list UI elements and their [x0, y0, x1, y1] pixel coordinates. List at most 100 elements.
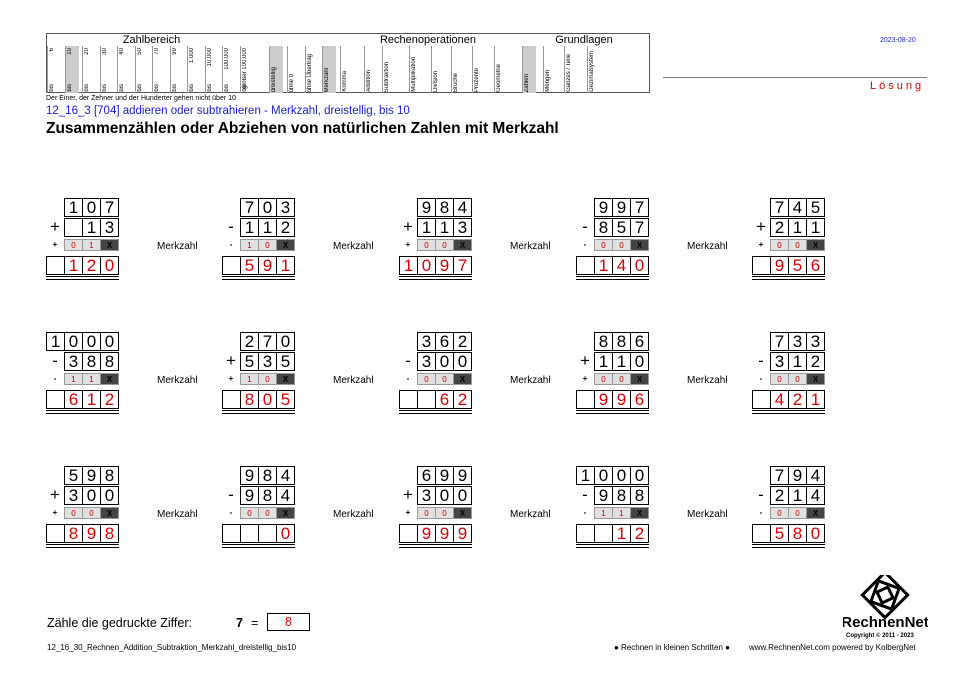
sum-underline: [752, 544, 825, 548]
operator: +: [403, 485, 413, 504]
carry-cell: 0: [64, 239, 83, 251]
result-cell[interactable]: 9: [435, 524, 454, 543]
carry-operator: +: [52, 508, 58, 517]
result-cell[interactable]: 8: [240, 390, 259, 409]
result-cell[interactable]: 4: [770, 390, 789, 409]
digit-cell: [64, 218, 83, 237]
digit-cell: 3: [258, 352, 277, 371]
result-cell[interactable]: 2: [100, 390, 119, 409]
result-cell[interactable]: [752, 256, 771, 275]
result-cell[interactable]: [222, 390, 241, 409]
result-cell[interactable]: 6: [806, 256, 825, 275]
carry-cell: 0: [82, 507, 101, 519]
result-cell[interactable]: 9: [258, 256, 277, 275]
result-cell[interactable]: 4: [612, 256, 631, 275]
result-cell[interactable]: 5: [240, 256, 259, 275]
result-cell[interactable]: 0: [276, 524, 295, 543]
category-col: Zahlen: [522, 46, 536, 93]
result-cell[interactable]: [399, 524, 418, 543]
sum-underline: [576, 276, 649, 280]
result-cell[interactable]: 1: [594, 256, 613, 275]
result-cell[interactable]: 5: [276, 390, 295, 409]
digit-cell: 2: [276, 218, 295, 237]
carry-cell: 0: [788, 373, 807, 385]
category-label: ohne 0: [289, 73, 295, 92]
digit-cell: 1: [788, 352, 807, 371]
result-cell[interactable]: 6: [64, 390, 83, 409]
result-cell[interactable]: [46, 524, 65, 543]
carry-operator: -: [229, 508, 233, 517]
result-cell[interactable]: 9: [770, 256, 789, 275]
category-label: Brüche: [453, 72, 459, 92]
result-cell[interactable]: [222, 256, 241, 275]
result-cell[interactable]: [417, 390, 436, 409]
result-cell[interactable]: [576, 390, 595, 409]
result-cell[interactable]: 0: [100, 256, 119, 275]
result-cell[interactable]: [752, 524, 771, 543]
digit-cell: 1: [240, 218, 259, 237]
result-cell[interactable]: [752, 390, 771, 409]
result-cell[interactable]: 0: [258, 390, 277, 409]
result-cell[interactable]: 5: [770, 524, 789, 543]
range-value: 10: [66, 48, 73, 55]
result-cell[interactable]: 9: [594, 390, 613, 409]
result-cell[interactable]: 8: [788, 524, 807, 543]
result-cell[interactable]: 1: [276, 256, 295, 275]
result-cell[interactable]: 0: [417, 256, 436, 275]
result-cell[interactable]: [240, 524, 259, 543]
result-cell[interactable]: 7: [453, 256, 472, 275]
result-cell[interactable]: [222, 524, 241, 543]
result-cell[interactable]: 0: [806, 524, 825, 543]
carry-cell: X: [453, 239, 472, 251]
result-cell[interactable]: 5: [788, 256, 807, 275]
result-cell[interactable]: 2: [453, 390, 472, 409]
result-cell[interactable]: 1: [612, 524, 631, 543]
result-cell[interactable]: 9: [612, 390, 631, 409]
digit-cell: 5: [806, 198, 825, 217]
carry-operator: +: [758, 240, 764, 249]
result-cell[interactable]: 9: [417, 524, 436, 543]
digit-cell: 9: [82, 466, 101, 485]
result-cell[interactable]: 9: [82, 524, 101, 543]
result-cell[interactable]: [46, 256, 65, 275]
solution-label: Lösung: [870, 80, 925, 92]
result-cell[interactable]: 6: [435, 390, 454, 409]
result-cell[interactable]: [399, 390, 418, 409]
result-cell[interactable]: [258, 524, 277, 543]
result-cell[interactable]: 9: [435, 256, 454, 275]
result-cell[interactable]: 8: [64, 524, 83, 543]
carry-cell: 0: [594, 373, 613, 385]
count-answer-box[interactable]: 8: [267, 613, 310, 631]
carry-cell: 0: [435, 507, 454, 519]
result-cell[interactable]: [576, 256, 595, 275]
merkzahl-label: Merkzahl: [157, 241, 198, 252]
result-cell[interactable]: [576, 524, 595, 543]
result-cell[interactable]: 8: [100, 524, 119, 543]
category-label: dreistellig: [271, 66, 277, 92]
result-cell[interactable]: 1: [64, 256, 83, 275]
result-cell[interactable]: 9: [453, 524, 472, 543]
result-cell[interactable]: 2: [82, 256, 101, 275]
sum-underline: [46, 276, 119, 280]
result-cell[interactable]: 0: [630, 256, 649, 275]
carry-cell: X: [453, 507, 472, 519]
digit-cell: 2: [770, 486, 789, 505]
carry-operator: -: [759, 508, 763, 517]
carry-operator: +: [582, 374, 588, 383]
sum-underline: [222, 544, 295, 548]
equals-sign: =: [251, 616, 259, 630]
result-cell[interactable]: 2: [630, 524, 649, 543]
result-cell[interactable]: 1: [399, 256, 418, 275]
category-label: Dezimalsystem: [589, 51, 595, 92]
range-prefix: bis: [101, 84, 108, 92]
operator: -: [228, 485, 234, 504]
result-cell[interactable]: [46, 390, 65, 409]
result-cell[interactable]: 6: [630, 390, 649, 409]
result-cell[interactable]: 1: [82, 390, 101, 409]
result-cell[interactable]: [594, 524, 613, 543]
digit-cell: 6: [630, 332, 649, 351]
carry-operator: -: [53, 374, 57, 383]
result-cell[interactable]: 1: [806, 390, 825, 409]
result-cell[interactable]: 2: [788, 390, 807, 409]
